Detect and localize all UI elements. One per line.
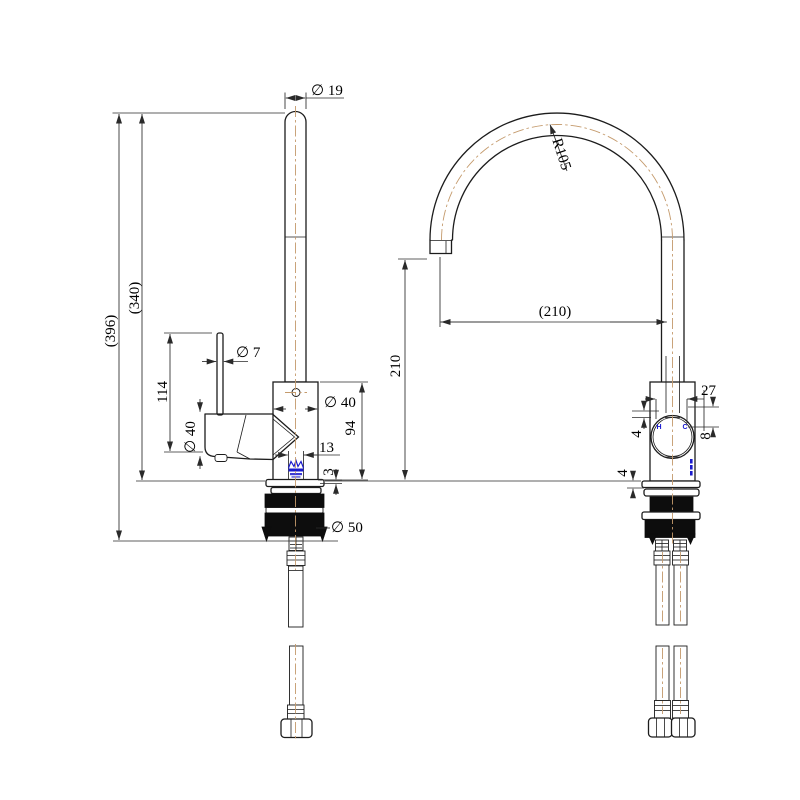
- dim-bend-radius-label: R105: [548, 136, 573, 172]
- dim-top-gap-label: 4: [629, 430, 645, 438]
- hose-coupling: [286, 550, 306, 566]
- brand-logo: [287, 458, 305, 478]
- dim-spout-tube-diameter-label: ∅ 19: [311, 83, 343, 99]
- dim-escutcheon-diameter-label: ∅ 50: [331, 520, 363, 536]
- left-view-side-elevation: [204, 110, 328, 739]
- mounting-hardware-left: [261, 478, 328, 566]
- right-view-front-elevation: H C: [429, 112, 701, 738]
- hot-marking: H: [656, 424, 661, 431]
- handle-lever: [216, 332, 224, 416]
- dim-deck-plate-thickness-label: 4: [615, 469, 631, 477]
- dim-cartridge-width: 27: [645, 383, 717, 431]
- centerlines: [285, 106, 681, 740]
- dim-spout-height-ref-label: (340): [127, 282, 143, 315]
- hose-hex-nut: [280, 718, 313, 739]
- dim-aerator-width-label: 13: [319, 440, 334, 456]
- mounting-hardware-right: [641, 480, 701, 566]
- dim-handle-top-height: 114: [155, 332, 212, 453]
- supply-hose-left: [280, 565, 313, 739]
- dim-outlet-height: 210: [388, 258, 427, 480]
- dim-aerator-width: 13: [275, 440, 340, 458]
- dim-spout-reach: (210): [439, 257, 667, 327]
- dim-indicator-offset: 8: [688, 396, 719, 440]
- threaded-shank: [288, 536, 304, 551]
- supply-hoses-right: [647, 564, 696, 738]
- dim-handle-top-height-label: 114: [155, 381, 171, 403]
- hose-hex-nut-left: [647, 717, 673, 738]
- dim-top-gap: 4: [629, 400, 659, 438]
- brand-mark-small: [690, 459, 693, 476]
- escutcheon-plate: [265, 478, 325, 488]
- dim-body-height-label: 94: [343, 420, 359, 436]
- dim-bend-radius: R105: [548, 124, 574, 172]
- dim-body-diameter: ∅ 40: [273, 395, 356, 412]
- dim-aerator-protrusion-label: 3: [321, 468, 337, 476]
- dim-outlet-height-label: 210: [388, 355, 404, 378]
- dim-body-diameter-label: ∅ 40: [324, 395, 356, 411]
- dim-lever-diameter-label: ∅ 7: [236, 345, 261, 361]
- dim-aerator-protrusion: 3: [318, 468, 342, 495]
- outlet-cone-inner: [272, 418, 296, 456]
- dim-spout-height-ref: (340): [127, 114, 145, 480]
- hose-hex-nut-right: [670, 717, 696, 738]
- dimensions-left: ∅ 19 (396) (340) 114 ∅ 7: [103, 83, 368, 540]
- dim-overall-height: (396): [103, 114, 122, 540]
- cold-marking: C: [682, 424, 687, 431]
- dim-deck-plate-thickness: 4: [615, 469, 644, 499]
- spout-outlet-tip: [429, 239, 453, 255]
- datum-lines: [112, 112, 641, 542]
- gooseneck-spout: [429, 112, 685, 383]
- handle-housing: [204, 413, 300, 462]
- dim-lever-diameter: ∅ 7: [202, 345, 261, 365]
- housing-cap: [214, 454, 228, 462]
- dim-handle-diameter: ∅ 40: [183, 399, 203, 469]
- dim-spout-reach-label: (210): [539, 304, 572, 320]
- dim-escutcheon-diameter: ∅ 50: [316, 520, 363, 536]
- dim-cartridge-width-label: 27: [701, 383, 717, 399]
- dim-overall-height-label: (396): [103, 315, 119, 348]
- dim-spout-tube-diameter: ∅ 19: [284, 83, 344, 109]
- dim-handle-diameter-label: ∅ 40: [183, 421, 199, 453]
- threaded-studs: [655, 539, 687, 552]
- dim-indicator-offset-label: 8: [698, 432, 714, 440]
